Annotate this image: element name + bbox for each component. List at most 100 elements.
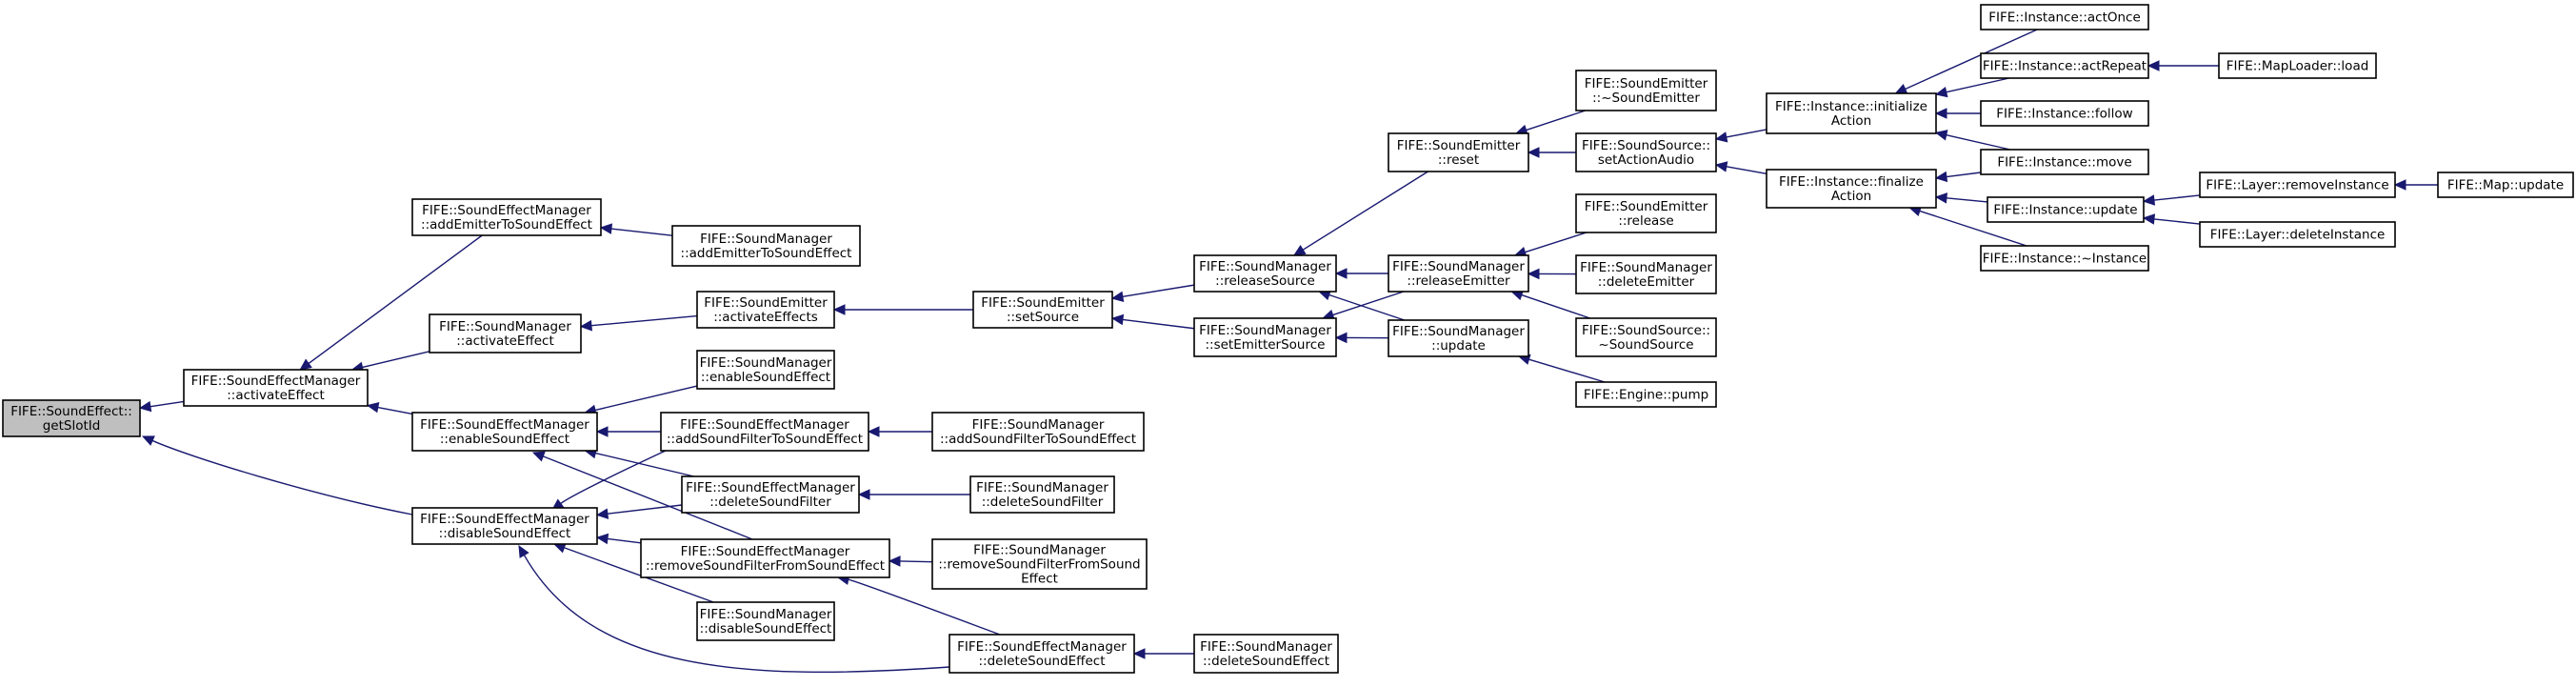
node-label-line: ::update xyxy=(1431,338,1486,354)
node-getslotid[interactable]: FIFE::SoundEffect::getSlotId xyxy=(2,399,141,437)
node-box xyxy=(1766,169,1937,209)
node-label-line: FIFE::Instance::update xyxy=(1993,203,2137,218)
node-se-dtor[interactable]: FIFE::SoundEmitter::~SoundEmitter xyxy=(1575,70,1717,111)
node-sm-enablesoundeffect[interactable]: FIFE::SoundManager::enableSoundEffect xyxy=(696,350,835,390)
node-inst-follow[interactable]: FIFE::Instance::follow xyxy=(1980,100,2149,127)
edge-line xyxy=(2153,194,2201,201)
edge-line xyxy=(151,439,413,515)
node-box xyxy=(696,350,835,390)
edge-arrowhead xyxy=(857,489,870,500)
node-sem-deletesoundeffect[interactable]: FIFE::SoundEffectManager::deleteSoundEff… xyxy=(949,634,1135,674)
node-box xyxy=(1575,317,1717,357)
node-sm-addemitter[interactable]: FIFE::SoundManager::addEmitterToSoundEff… xyxy=(671,225,861,267)
node-box xyxy=(429,313,582,354)
edge-arrowhead xyxy=(595,426,609,437)
node-sm-deletesoundeffect[interactable]: FIFE::SoundManager::deleteSoundEffect xyxy=(1193,634,1339,674)
edge-inst-move-to-inst-initaction xyxy=(1934,130,2011,151)
node-inst-actonce[interactable]: FIFE::Instance::actOnce xyxy=(1980,4,2149,30)
node-label-line: ::activateEffects xyxy=(713,310,818,325)
node-label-line: ::activateEffect xyxy=(227,388,325,403)
node-inst-actrepeat[interactable]: FIFE::Instance::actRepeat xyxy=(1980,52,2149,79)
node-label-line: FIFE::SoundEffectManager xyxy=(681,544,850,559)
edge-arrowhead xyxy=(579,319,592,332)
node-label-line: Action xyxy=(1831,113,1871,129)
node-se-setsource[interactable]: FIFE::SoundEmitter::setSource xyxy=(972,291,1113,329)
node-inst-update[interactable]: FIFE::Instance::update xyxy=(1987,196,2145,223)
node-maploader-load[interactable]: FIFE::MapLoader::load xyxy=(2218,52,2377,79)
node-label-line: ::addEmitterToSoundEffect xyxy=(421,217,592,232)
edge-line xyxy=(595,452,694,477)
node-sem-removesoundfilter[interactable]: FIFE::SoundEffectManager::removeSoundFil… xyxy=(640,538,890,578)
node-sem-deletesoundfilter[interactable]: FIFE::SoundEffectManager::deleteSoundFil… xyxy=(681,475,860,514)
edge-line xyxy=(1946,197,1988,203)
node-label-line: FIFE::SoundManager xyxy=(1200,639,1332,655)
node-sem-addsoundfilter[interactable]: FIFE::SoundEffectManager::addSoundFilter… xyxy=(660,412,869,452)
node-label-line: FIFE::SoundManager xyxy=(972,417,1105,433)
edge-arrowhead xyxy=(599,223,613,234)
node-sm-setemittersource[interactable]: FIFE::SoundManager::setEmitterSource xyxy=(1193,317,1337,357)
node-box xyxy=(660,412,869,452)
node-label-line: getSlotId xyxy=(43,418,101,434)
node-engine-pump[interactable]: FIFE::Engine::pump xyxy=(1575,381,1717,408)
node-label-line: ::releaseSource xyxy=(1215,273,1315,289)
edge-sm-setemittersource-to-se-setsource xyxy=(1110,313,1195,330)
node-sem-enablesoundeffect[interactable]: FIFE::SoundEffectManager::enableSoundEff… xyxy=(411,412,598,452)
node-sm-addsoundfilter[interactable]: FIFE::SoundManager::addSoundFilterToSoun… xyxy=(931,412,1145,452)
node-label-line: FIFE::SoundManager xyxy=(700,232,832,247)
node-sm-deleteemitter[interactable]: FIFE::SoundManager::deleteEmitter xyxy=(1575,254,1717,294)
node-sm-deletesoundfilter[interactable]: FIFE::SoundManager::deleteSoundFilter xyxy=(969,475,1115,514)
node-se-reset[interactable]: FIFE::SoundEmitter::reset xyxy=(1388,132,1529,172)
edge-sm-disablesoundeffect-to-sem-disablesoundeffect xyxy=(552,542,714,603)
edge-inst-follow-to-inst-initaction xyxy=(1934,108,1981,119)
node-box xyxy=(696,291,835,329)
edge-layer-deleteinstance-to-inst-update xyxy=(2142,213,2201,225)
edge-sm-activateeffect-to-sem-activateeffect xyxy=(350,351,430,373)
node-sm-update[interactable]: FIFE::SoundManager::update xyxy=(1388,319,1529,357)
node-sm-activateeffect[interactable]: FIFE::SoundManager::activateEffect xyxy=(429,313,582,354)
node-sm-releaseemitter[interactable]: FIFE::SoundManager::releaseEmitter xyxy=(1388,254,1529,293)
node-sem-activateeffect[interactable]: FIFE::SoundEffectManager::activateEffect xyxy=(183,369,369,407)
node-box xyxy=(1980,100,2149,127)
node-label-line: ::removeSoundFilterFromSound xyxy=(938,557,1140,573)
node-se-release[interactable]: FIFE::SoundEmitter::release xyxy=(1575,193,1717,233)
node-label-line: FIFE::Engine::pump xyxy=(1584,388,1708,403)
node-sm-disablesoundeffect[interactable]: FIFE::SoundManager::disableSoundEffect xyxy=(696,601,835,641)
node-label-line: ::setEmitterSource xyxy=(1206,337,1326,353)
node-box xyxy=(2437,172,2574,198)
node-label-line: Effect xyxy=(1021,572,1058,587)
edge-arrowhead xyxy=(1894,84,1908,94)
edge-arrowhead xyxy=(2142,213,2156,225)
edge-sm-update-to-sm-setemittersource xyxy=(1334,332,1389,344)
node-map-update[interactable]: FIFE::Map::update xyxy=(2437,172,2574,198)
edge-line xyxy=(308,234,483,365)
node-box xyxy=(949,634,1135,674)
node-layer-deleteinstance[interactable]: FIFE::Layer::deleteInstance xyxy=(2199,221,2396,248)
node-sm-removesoundfilter[interactable]: FIFE::SoundManager::removeSoundFilterFro… xyxy=(931,538,1148,590)
node-label-line: FIFE::MapLoader::load xyxy=(2227,59,2369,74)
node-label-line: FIFE::SoundManager xyxy=(1199,323,1331,338)
edge-arrowhead xyxy=(1934,86,1948,98)
node-sem-disablesoundeffect[interactable]: FIFE::SoundEffectManager::disableSoundEf… xyxy=(411,507,598,545)
node-inst-dtor[interactable]: FIFE::Instance::~Instance xyxy=(1980,245,2149,272)
node-label-line: FIFE::SoundManager xyxy=(976,480,1108,495)
node-label-line: FIFE::Layer::removeInstance xyxy=(2206,178,2388,193)
edge-arrowhead xyxy=(595,533,609,545)
node-se-activateeffects[interactable]: FIFE::SoundEmitter::activateEffects xyxy=(696,291,835,329)
node-layer-removeinstance[interactable]: FIFE::Layer::removeInstance xyxy=(2199,172,2396,198)
node-box xyxy=(1193,317,1337,357)
node-inst-move[interactable]: FIFE::Instance::move xyxy=(1980,149,2149,175)
node-ss-dtor[interactable]: FIFE::SoundSource::~SoundSource xyxy=(1575,317,1717,357)
node-label-line: FIFE::SoundEmitter xyxy=(1397,138,1521,153)
edge-arrowhead xyxy=(1714,161,1728,172)
node-sem-addemitter[interactable]: FIFE::SoundEffectManager::addEmitterToSo… xyxy=(411,198,602,236)
edge-sm-addemitter-to-sem-addemitter xyxy=(599,223,673,236)
edge-arrowhead xyxy=(2147,60,2160,71)
node-label-line: ::deleteSoundFilter xyxy=(709,495,831,510)
node-ss-setactionaudio[interactable]: FIFE::SoundSource::setActionAudio xyxy=(1575,132,1717,172)
node-sm-releasesource[interactable]: FIFE::SoundManager::releaseSource xyxy=(1193,254,1337,293)
node-box xyxy=(1766,92,1937,134)
edge-line xyxy=(150,400,185,408)
node-label-line: FIFE::SoundManager xyxy=(1392,259,1525,274)
